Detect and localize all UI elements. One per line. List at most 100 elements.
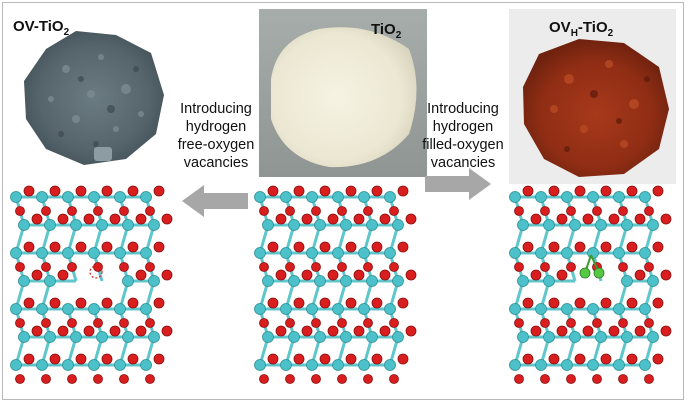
oxygen-atom (556, 213, 568, 225)
titanium-atom (340, 219, 352, 231)
titanium-atom (384, 303, 396, 315)
oxygen-atom (397, 241, 409, 253)
ov-tio2-crystal-structure (10, 185, 173, 384)
titanium-atom (366, 219, 378, 231)
oxygen-atom (67, 318, 77, 328)
oxygen-atom (345, 185, 357, 197)
titanium-atom (332, 247, 344, 259)
oxygen-atom (127, 185, 139, 197)
titanium-atom (535, 191, 547, 203)
oxygen-atom (275, 213, 287, 225)
titanium-atom (392, 275, 404, 287)
titanium-atom (569, 331, 581, 343)
oxygen-atom (548, 185, 560, 197)
oxygen-atom (101, 297, 113, 309)
titanium-atom (44, 219, 56, 231)
oxygen-atom (161, 213, 173, 225)
oxygen-atom (135, 213, 147, 225)
oxygen-atom (574, 353, 586, 365)
oxygen-atom (285, 374, 295, 384)
titanium-atom (509, 303, 521, 315)
oxygen-atom (379, 269, 391, 281)
oxygen-atom (109, 213, 121, 225)
oxygen-atom (389, 262, 399, 272)
titanium-atom (10, 303, 22, 315)
oxygen-atom (618, 262, 628, 272)
oxygen-atom (293, 297, 305, 309)
oxygen-atom (145, 318, 155, 328)
titanium-atom (122, 219, 134, 231)
oxygen-atom (600, 297, 612, 309)
oxygen-atom (363, 206, 373, 216)
titanium-atom (517, 219, 529, 231)
oxygen-atom (530, 269, 542, 281)
oxygen-atom (41, 262, 51, 272)
oxygen-atom (644, 206, 654, 216)
oxygen-atom (660, 269, 672, 281)
oxygen-atom (23, 353, 35, 365)
oxygen-atom (514, 262, 524, 272)
titanium-atom (509, 191, 521, 203)
oxygen-atom (592, 206, 602, 216)
oxygen-atom (548, 241, 560, 253)
oxygen-atom (566, 262, 576, 272)
oxygen-atom (319, 353, 331, 365)
titanium-atom (122, 331, 134, 343)
oxygen-atom (75, 297, 87, 309)
oxygen-atom (267, 297, 279, 309)
oxygen-atom (31, 325, 43, 337)
oxygen-atom (57, 325, 69, 337)
oxygen-atom (93, 206, 103, 216)
titanium-atom (517, 275, 529, 287)
oxygen-atom (259, 262, 269, 272)
oxygen-atom (23, 241, 35, 253)
titanium-atom (140, 359, 152, 371)
titanium-atom (254, 303, 266, 315)
titanium-atom (543, 219, 555, 231)
oxygen-atom (644, 262, 654, 272)
titanium-atom (10, 247, 22, 259)
titanium-atom (18, 275, 30, 287)
titanium-atom (140, 247, 152, 259)
oxygen-atom (119, 318, 129, 328)
titanium-atom (10, 191, 22, 203)
oxygen-atom (101, 353, 113, 365)
oxygen-atom (592, 318, 602, 328)
oxygen-atom (15, 318, 25, 328)
oxygen-atom (319, 241, 331, 253)
titanium-atom (314, 331, 326, 343)
oxygen-atom (345, 297, 357, 309)
oxygen-atom (41, 318, 51, 328)
oxygen-atom (514, 206, 524, 216)
oxygen-atom (574, 241, 586, 253)
oxygen-atom (31, 213, 43, 225)
titanium-atom (88, 247, 100, 259)
titanium-atom (509, 247, 521, 259)
oxygen-atom (119, 262, 129, 272)
oxygen-atom (626, 185, 638, 197)
titanium-atom (595, 331, 607, 343)
titanium-atom (280, 247, 292, 259)
oxygen-atom (83, 213, 95, 225)
oxygen-atom (285, 318, 295, 328)
titanium-atom (621, 219, 633, 231)
titanium-atom (62, 303, 74, 315)
tio2-photo: TiO2 (259, 9, 427, 177)
oxygen-atom (337, 262, 347, 272)
titanium-atom (340, 275, 352, 287)
oxygen-atom (566, 374, 576, 384)
titanium-atom (639, 191, 651, 203)
titanium-atom (332, 303, 344, 315)
oxygen-atom (660, 325, 672, 337)
ovh-tio2-photo: OVH-TiO2 (509, 9, 676, 184)
titanium-atom (613, 359, 625, 371)
hydrogen-atom (579, 267, 591, 279)
titanium-atom (561, 303, 573, 315)
oxygen-atom (618, 206, 628, 216)
titanium-atom (517, 331, 529, 343)
oxygen-atom (285, 262, 295, 272)
titanium-atom (114, 191, 126, 203)
oxygen-atom (259, 318, 269, 328)
oxygen-atom (83, 325, 95, 337)
oxygen-atom (293, 241, 305, 253)
